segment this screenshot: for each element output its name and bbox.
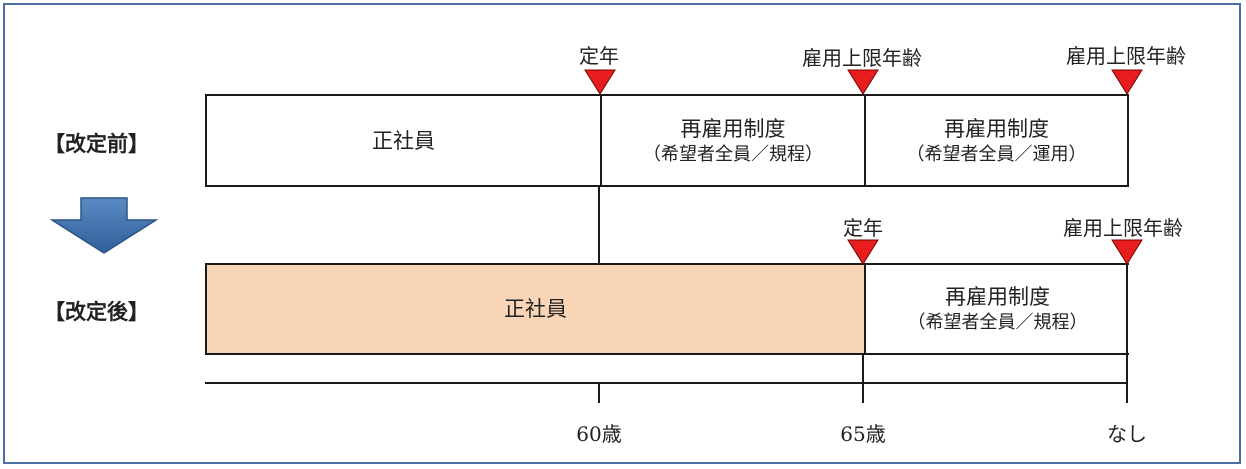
after-segment-regular: 正社員 xyxy=(207,265,864,353)
axis-line xyxy=(205,382,1128,384)
tick-65 xyxy=(862,354,864,403)
tick-label-65: 65歳 xyxy=(840,422,886,446)
triangle-down-icon xyxy=(847,239,879,265)
tick-label-none: なし xyxy=(1107,422,1147,446)
marker-label-upper-limit-after: 雇用上限年齢 xyxy=(1063,216,1183,240)
before-row-box: 正社員 再雇用制度 （希望者全員／規程） 再雇用制度 （希望者全員／運用） xyxy=(205,94,1129,187)
down-arrow-icon xyxy=(50,197,158,254)
segment-subtitle: （希望者全員／規程） xyxy=(907,312,1088,333)
marker-label-retirement-before: 定年 xyxy=(579,44,619,68)
segment-title: 再雇用制度 xyxy=(944,116,1049,141)
segment-title: 正社員 xyxy=(372,128,435,153)
after-segment-rehire-rules: 再雇用制度 （希望者全員／規程） xyxy=(864,265,1129,353)
guide-line-60 xyxy=(598,186,600,264)
segment-subtitle: （希望者全員／運用） xyxy=(906,143,1087,165)
tick-label-60: 60歳 xyxy=(576,422,622,446)
tick-60 xyxy=(598,383,600,403)
segment-title: 正社員 xyxy=(504,297,567,321)
marker-label-upper-limit-before-2: 雇用上限年齢 xyxy=(1066,44,1186,68)
triangle-down-icon xyxy=(584,69,616,95)
after-row-box: 正社員 再雇用制度 （希望者全員／規程） xyxy=(205,263,1129,355)
triangle-down-icon xyxy=(847,69,879,95)
after-row-right-edge xyxy=(1126,263,1128,355)
triangle-down-icon xyxy=(1111,239,1143,265)
segment-subtitle: （希望者全員／規程） xyxy=(643,143,823,165)
marker-label-upper-limit-before-1: 雇用上限年齢 xyxy=(802,46,922,70)
before-segment-regular: 正社員 xyxy=(207,96,600,185)
triangle-down-icon xyxy=(1111,69,1143,95)
segment-title: 再雇用制度 xyxy=(945,285,1050,309)
diagram-frame xyxy=(3,3,1241,464)
segment-title: 再雇用制度 xyxy=(680,116,786,141)
before-segment-rehire-rules: 再雇用制度 （希望者全員／規程） xyxy=(600,96,864,185)
row-label-after: 【改定後】 xyxy=(44,300,149,324)
tick-none xyxy=(1126,354,1128,403)
marker-label-retirement-after: 定年 xyxy=(843,216,883,240)
row-label-before: 【改定前】 xyxy=(44,132,149,156)
before-segment-rehire-practice: 再雇用制度 （希望者全員／運用） xyxy=(864,96,1127,185)
